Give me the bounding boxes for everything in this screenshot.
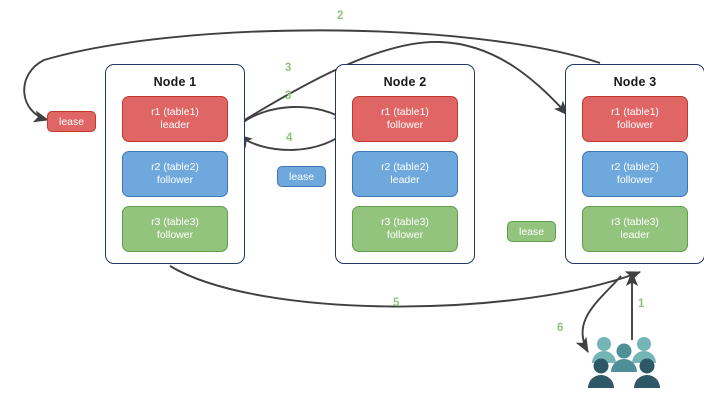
replica-node1-r1: r1 (table1) leader [122,96,228,142]
replica-role: leader [620,229,650,241]
replica-role: leader [390,174,420,186]
step-label-2: 2 [337,10,344,22]
lease-badge-node3: lease [507,221,557,242]
replica-role: follower [386,119,424,131]
replica-role: follower [616,119,654,131]
step-label-3-lower: 3 [285,90,292,102]
lease-badge-node1: lease [47,111,97,132]
replica-role: follower [386,229,424,241]
arrow-step-4 [237,127,351,151]
node-title-3: Node 3 [613,75,657,89]
replica-name: r3 (table3) [151,216,199,228]
replica-node3-r1: r1 (table1) follower [582,96,688,142]
replica-node2-r2: r2 (table2) leader [352,151,458,197]
replica-name: r2 (table2) [151,161,199,173]
step-label-6: 6 [557,322,564,334]
replica-role: follower [156,174,194,186]
replica-node3-r2: r2 (table2) follower [582,151,688,197]
node-title-2: Node 2 [383,75,427,89]
lease-badge-node2: lease [277,166,327,187]
step-label-4: 4 [286,132,293,144]
replica-name: r2 (table2) [381,161,429,173]
replica-node2-r3: r3 (table3) follower [352,206,458,252]
replica-role: follower [156,229,194,241]
replica-node3-r3: r3 (table3) leader [582,206,688,252]
replica-name: r3 (table3) [611,216,659,228]
replica-node1-r2: r2 (table2) follower [122,151,228,197]
replica-role: leader [160,119,190,131]
replica-name: r1 (table1) [611,106,659,118]
replica-node1-r3: r3 (table3) follower [122,206,228,252]
replica-node2-r1: r1 (table1) follower [352,96,458,142]
replica-name: r3 (table3) [381,216,429,228]
users-group-icon [588,337,660,388]
arrow-step-5 [169,265,642,308]
replica-name: r1 (table1) [151,106,199,118]
node-card-1: Node 1 r1 (table1) leader r2 (table2) fo… [105,64,245,264]
node-title-1: Node 1 [153,75,197,89]
step-label-5: 5 [393,297,400,309]
replica-name: r1 (table1) [381,106,429,118]
step-label-1: 1 [638,298,645,310]
replica-role: follower [616,174,654,186]
arrow-step-3-to-node2 [235,106,349,129]
node-card-3: Node 3 r1 (table1) follower r2 (table2) … [565,64,704,264]
node-card-2: Node 2 r1 (table1) follower r2 (table2) … [335,64,475,264]
step-label-3-upper: 3 [285,62,292,74]
replica-name: r2 (table2) [611,161,659,173]
